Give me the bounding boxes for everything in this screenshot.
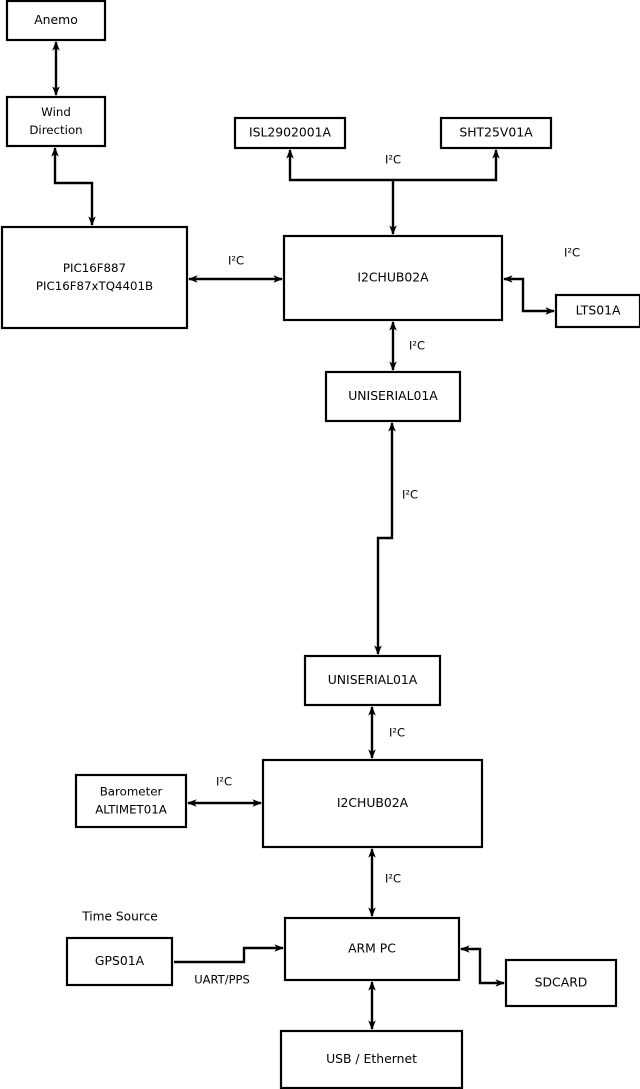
node-label-wind: Wind [41, 105, 71, 119]
node-gps[interactable]: GPS01A [65, 936, 174, 987]
node-sdcard[interactable]: SDCARD [504, 958, 618, 1008]
edge-line-wind-pic [51, 146, 96, 227]
node-box-anemo[interactable] [5, 0, 107, 42]
edge-gps-armpc: UART/PPS [174, 944, 285, 987]
node-label-isl: ISL2902001A [249, 125, 332, 140]
node-label-uniserial_bot: UNISERIAL01A [328, 672, 418, 687]
edge-line-gps-armpc [174, 944, 285, 964]
edge-wind-pic [51, 146, 96, 227]
node-usbeth[interactable]: USB / Ethernet [279, 1029, 464, 1089]
label-time-source: Time Source [81, 910, 158, 924]
edge-line-hub-sht-branch [393, 148, 500, 182]
edge-label-hub-uniserial-top: I²C [409, 339, 425, 353]
node-box-armpc[interactable] [283, 916, 461, 982]
edge-line-armpc-sdcard [459, 945, 506, 987]
node-label2-barometer: ALTIMET01A [95, 803, 167, 817]
node-hub_top[interactable]: I2CHUB02A [282, 234, 504, 322]
edge-label-pic-hub: I²C [228, 254, 244, 268]
edge-hub-armpc: I²C [368, 847, 401, 918]
edge-barometer-hub: I²C [186, 775, 263, 807]
edge-label-gps-armpc: UART/PPS [194, 973, 250, 987]
node-label-hub_bot: I2CHUB02A [337, 795, 409, 810]
edge-hub-sht-branch [393, 148, 500, 182]
edge-armpc-sdcard [459, 945, 506, 987]
node-uniserial_bot[interactable]: UNISERIAL01A [303, 654, 442, 707]
node-label-gps: GPS01A [95, 953, 145, 968]
free-labels-layer: Time Source [81, 910, 158, 924]
node-label-barometer: Barometer [100, 785, 163, 799]
node-box-hub_bot[interactable] [261, 758, 484, 849]
node-label2-wind: Direction [29, 123, 82, 137]
node-box-wind[interactable] [5, 95, 107, 148]
node-box-barometer[interactable] [74, 773, 188, 829]
edge-uniserial-hub-bot: I²C [368, 705, 405, 760]
node-box-sdcard[interactable] [504, 958, 618, 1008]
edge-label-barometer-hub: I²C [216, 775, 232, 789]
node-box-uniserial_top[interactable] [324, 370, 462, 423]
node-isl[interactable]: ISL2902001A [233, 116, 347, 150]
node-sht[interactable]: SHT25V01A [439, 116, 553, 150]
edge-hub-isl-sht: I²C [286, 148, 401, 236]
edge-line-hub-isl-sht [286, 148, 397, 236]
node-box-lts[interactable] [554, 293, 640, 329]
node-label-uniserial_top: UNISERIAL01A [348, 388, 438, 403]
node-box-sht[interactable] [439, 116, 553, 150]
node-label-anemo: Anemo [34, 12, 78, 27]
node-uniserial_top[interactable]: UNISERIAL01A [324, 370, 462, 423]
node-label-armpc: ARM PC [348, 941, 396, 956]
edge-hub-lts: I²C [502, 246, 580, 315]
edge-label-uniserial-link: I²C [402, 488, 418, 502]
node-label-sdcard: SDCARD [535, 975, 588, 990]
edge-line-uniserial-link [374, 421, 396, 656]
node-hub_bot[interactable]: I2CHUB02A [261, 758, 484, 849]
edge-label-hub-lts: I²C [564, 246, 580, 260]
edge-hub-uniserial-top: I²C [389, 320, 425, 372]
node-label-usbeth: USB / Ethernet [326, 1051, 417, 1066]
node-box-gps[interactable] [65, 936, 174, 987]
edges-layer: I²C I²C I²C I²C I²C I²C I²C I²C UART/PPS [51, 40, 580, 1031]
edge-label-hub-armpc: I²C [385, 872, 401, 886]
edge-line-hub-lts [502, 275, 556, 315]
node-lts[interactable]: LTS01A [554, 293, 640, 329]
node-box-usbeth[interactable] [279, 1029, 464, 1089]
node-box-hub_top[interactable] [282, 234, 504, 322]
node-box-pic[interactable] [0, 225, 189, 330]
node-anemo[interactable]: Anemo [5, 0, 107, 42]
node-label-hub_top: I2CHUB02A [357, 270, 429, 285]
node-label-lts: LTS01A [576, 303, 621, 318]
node-armpc[interactable]: ARM PC [283, 916, 461, 982]
edge-pic-hub: I²C [187, 254, 284, 283]
node-label2-pic: PIC16F87xTQ4401B [36, 279, 153, 293]
node-box-uniserial_bot[interactable] [303, 654, 442, 707]
edge-label-hub-isl-sht: I²C [385, 153, 401, 167]
edge-uniserial-link: I²C [374, 421, 418, 656]
node-label-sht: SHT25V01A [459, 125, 533, 140]
node-label-pic: PIC16F887 [63, 261, 126, 275]
node-box-isl[interactable] [233, 116, 347, 150]
edge-label-uniserial-hub-bot: I²C [389, 726, 405, 740]
